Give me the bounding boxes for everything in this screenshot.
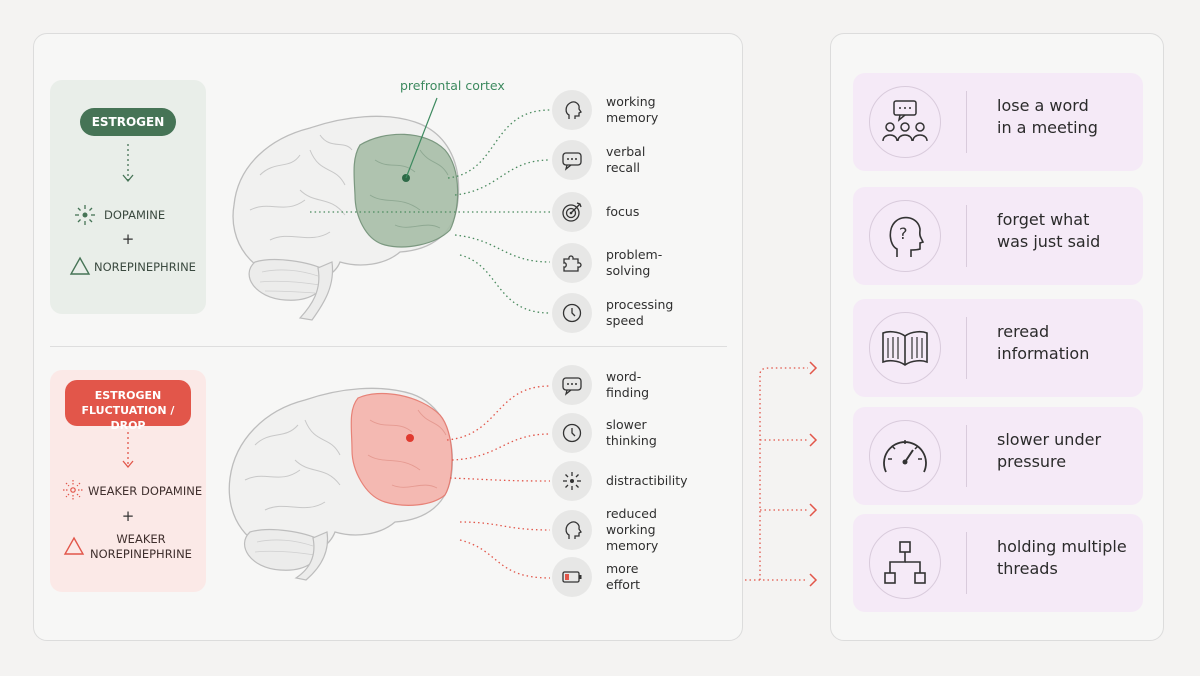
effect-line-1: reread [997, 322, 1050, 341]
list-item: verbal recall [552, 140, 645, 180]
arrow-down-icon [122, 144, 134, 183]
card-separator [966, 91, 967, 153]
gauge-icon [869, 420, 941, 492]
top-brain [232, 97, 551, 321]
list-item: processing speed [552, 293, 673, 333]
list-item: focus [552, 192, 639, 232]
effect-line-2: threads [997, 559, 1058, 578]
item-label: focus [606, 204, 640, 219]
chem-line-2: NOREPINEPHRINE [90, 547, 192, 561]
card-separator [966, 532, 967, 594]
effect-line-1: slower under [997, 430, 1102, 449]
clock-icon [552, 413, 592, 453]
head-icon [552, 90, 592, 130]
card-separator [966, 205, 967, 267]
hierarchy-icon [869, 527, 941, 599]
triangle-icon [63, 536, 85, 555]
estrogen-card: ESTROGEN DOPAMINE + NOREPINEPHRINE [50, 80, 206, 314]
effect-line-2: in a meeting [997, 118, 1098, 137]
effect-text: slower under pressure [997, 429, 1137, 473]
book-icon [869, 312, 941, 384]
effect-text: forget what was just said [997, 209, 1137, 253]
effect-text: holding multiple threads [997, 536, 1137, 580]
effect-text: lose a word in a meeting [997, 95, 1137, 139]
pill-line-1: ESTROGEN [94, 389, 162, 402]
effect-line-2: was just said [997, 232, 1101, 251]
card-separator [966, 317, 967, 379]
target-icon [552, 192, 592, 232]
list-item: slower thinking [552, 413, 657, 453]
list-item: more effort [552, 557, 640, 597]
label-line-2: working memory [606, 522, 659, 553]
item-label: verbal recall [606, 144, 646, 175]
weaker-norepinephrine-label: WEAKER NOREPINEPHRINE [90, 532, 192, 562]
item-label: distractibility [606, 473, 688, 488]
head-icon [552, 510, 592, 550]
low-battery-icon [552, 557, 592, 597]
pill-line-2: FLUCTUATION / DROP [81, 404, 175, 432]
triangle-icon [69, 256, 91, 275]
list-item: reduced working memory [552, 506, 658, 553]
item-label: slower thinking [606, 417, 657, 448]
bottom-brain [228, 361, 818, 587]
effect-line-1: holding multiple [997, 537, 1127, 556]
item-label: processing speed [606, 297, 674, 328]
effect-line-2: pressure [997, 452, 1067, 471]
list-item: working memory [552, 90, 658, 130]
dopamine-burst-icon [75, 205, 95, 225]
effect-card: slower under pressure [853, 407, 1143, 505]
effect-card: lose a word in a meeting [853, 73, 1143, 171]
effect-card: ? forget what was just said [853, 187, 1143, 285]
estrogen-pill: ESTROGEN [80, 108, 176, 136]
plus-sign: + [121, 507, 135, 525]
effect-line-1: forget what [997, 210, 1090, 229]
puzzle-icon [552, 243, 592, 283]
plus-sign: + [121, 230, 135, 248]
norepinephrine-label: NOREPINEPHRINE [94, 260, 196, 274]
item-label: working memory [606, 94, 659, 125]
estrogen-drop-card: ESTROGEN FLUCTUATION / DROP WEAKER DOPAM… [50, 370, 206, 592]
chem-line-1: WEAKER [116, 532, 166, 546]
question-head-icon: ? [869, 200, 941, 272]
card-separator [966, 425, 967, 487]
weaker-dopamine-label: WEAKER DOPAMINE [88, 484, 203, 498]
svg-text:?: ? [899, 224, 908, 243]
item-label: problem-solving [606, 247, 663, 278]
burst-icon [552, 461, 592, 501]
effect-card: reread information [853, 299, 1143, 397]
dopamine-label: DOPAMINE [104, 208, 166, 222]
item-label: word-finding [606, 369, 650, 400]
list-item: word-finding [552, 365, 649, 405]
estrogen-drop-pill: ESTROGEN FLUCTUATION / DROP [65, 380, 191, 432]
effect-line-2: information [997, 344, 1090, 363]
item-label: more effort [606, 561, 640, 592]
speech-bubble-icon [552, 140, 592, 180]
weak-dopamine-burst-icon [63, 480, 83, 500]
clock-icon [552, 293, 592, 333]
item-label: reduced working memory [606, 506, 658, 554]
effect-text: reread information [997, 321, 1137, 365]
prefrontal-cortex-label: prefrontal cortex [400, 78, 505, 93]
label-line-1: reduced [606, 506, 657, 521]
speech-bubble-icon [552, 365, 592, 405]
section-divider [50, 346, 727, 347]
meeting-icon [869, 86, 941, 158]
list-item: problem-solving [552, 243, 662, 283]
arrow-down-icon [122, 432, 134, 469]
effect-card: holding multiple threads [853, 514, 1143, 612]
list-item: distractibility [552, 461, 688, 501]
effect-line-1: lose a word [997, 96, 1089, 115]
